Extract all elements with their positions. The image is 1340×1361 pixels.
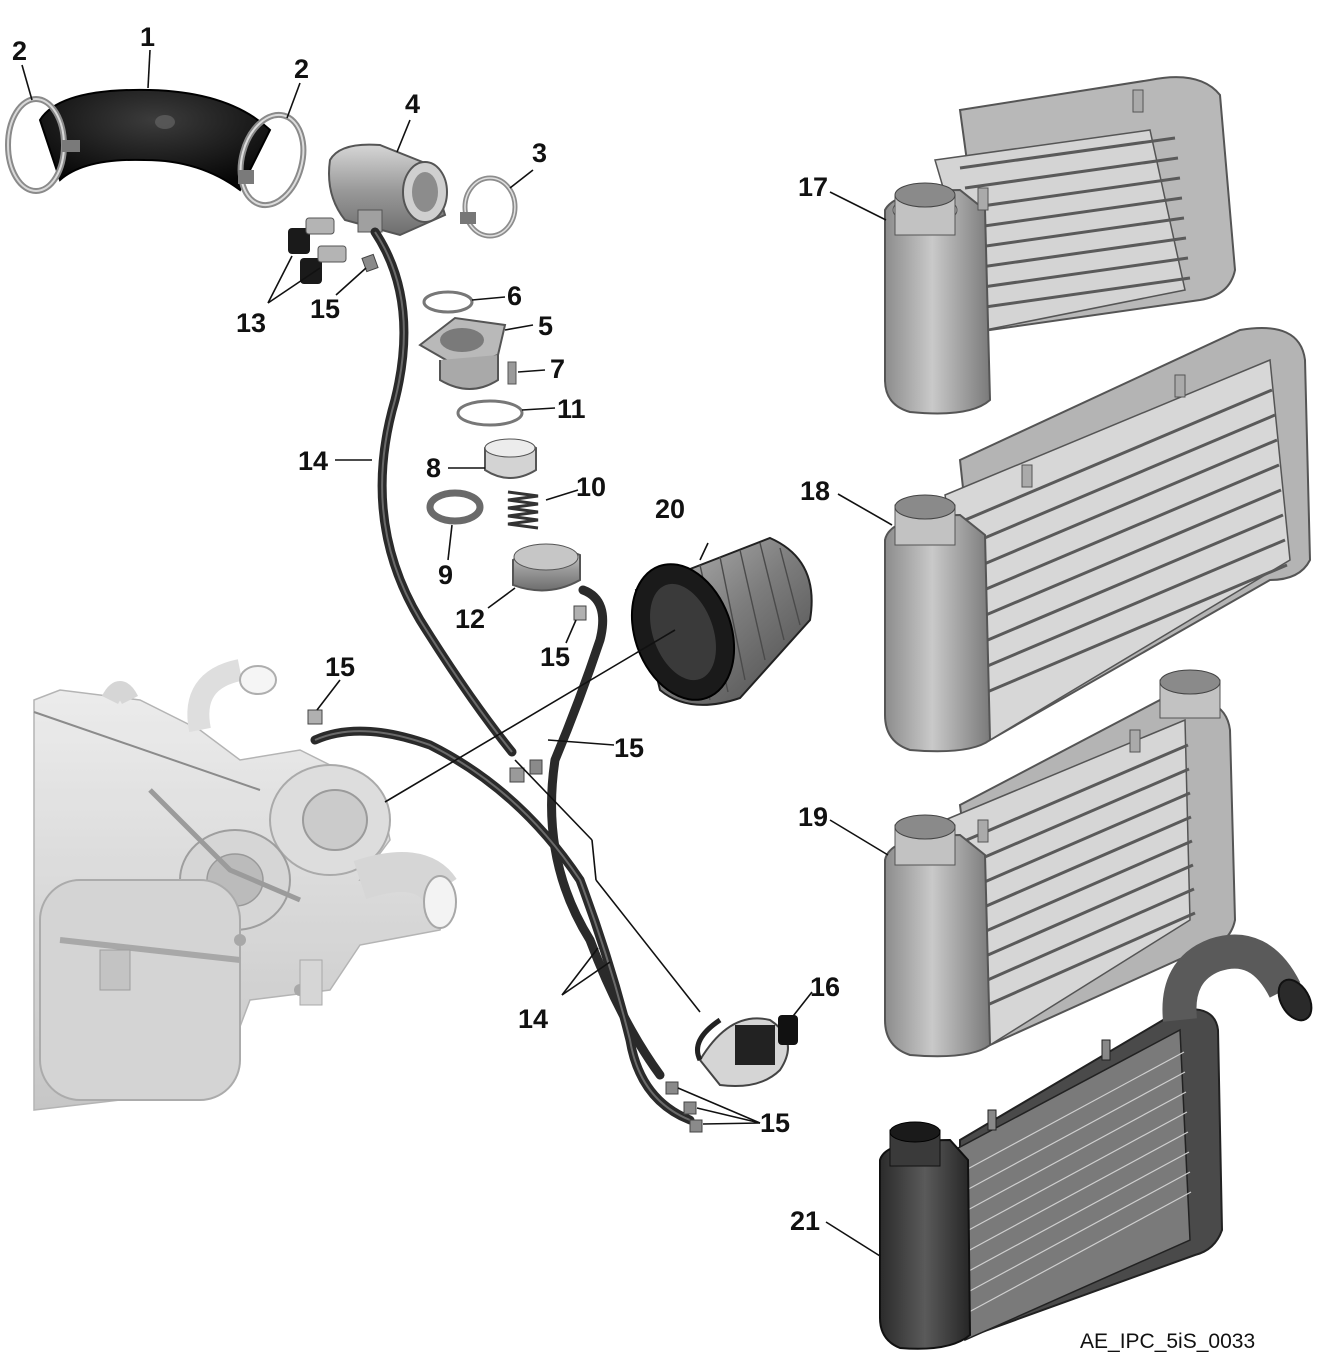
callout-1: 1 [140, 22, 155, 52]
callout-9: 9 [438, 560, 453, 590]
part-2-clamp-right [237, 111, 307, 209]
part-18-intercooler [884, 327, 1312, 753]
callout-10: 10 [576, 472, 606, 502]
part-12-cap [512, 543, 581, 592]
callout-15-valves: 15 [310, 294, 340, 324]
leader-lines [21, 49, 893, 1257]
part-8-piston [484, 438, 537, 479]
diagram-reference-code: AE_IPC_5iS_0033 [1080, 1330, 1255, 1353]
callout-18: 18 [800, 476, 830, 506]
callout-20: 20 [655, 494, 685, 524]
callout-labels: 1 2 2 3 4 5 6 7 8 9 10 11 12 13 14 14 15… [12, 22, 840, 1236]
part-10-spring [507, 490, 539, 530]
part-20-air-filter [630, 536, 813, 706]
callout-6: 6 [507, 281, 522, 311]
part-19-intercooler [884, 669, 1237, 1058]
callout-17: 17 [798, 172, 828, 202]
part-5-actuator-base [418, 316, 507, 390]
part-11-o-ring [456, 399, 524, 427]
part-14-hoses [310, 227, 695, 1125]
callout-14-upper: 14 [298, 446, 328, 476]
callout-14-lower: 14 [518, 1004, 548, 1034]
part-16-solenoid-valve [695, 1015, 798, 1087]
part-15-small-clamps [307, 253, 703, 1133]
callout-15-turbo: 15 [325, 652, 355, 682]
part-21-intercooler [879, 934, 1313, 1350]
part-17-intercooler [884, 76, 1237, 415]
part-13-valves [288, 217, 347, 284]
callout-21: 21 [790, 1206, 820, 1236]
callout-12: 12 [455, 604, 485, 634]
callout-13: 13 [236, 308, 266, 338]
callout-15-cap: 15 [540, 642, 570, 672]
callout-8: 8 [426, 453, 441, 483]
part-6-o-ring [422, 290, 474, 314]
callout-5: 5 [538, 311, 553, 341]
callout-15-middle: 15 [614, 733, 644, 763]
part-1-rubber-hose [38, 88, 272, 192]
turbocharger-engine-ghost [33, 659, 457, 1111]
callout-11: 11 [557, 394, 586, 424]
callout-19: 19 [798, 802, 828, 832]
callout-2-left: 2 [12, 36, 27, 66]
part-4-outlet-housing [328, 143, 448, 237]
callout-3: 3 [532, 138, 547, 168]
callout-4: 4 [405, 89, 420, 119]
callout-2-right: 2 [294, 54, 309, 84]
part-9-seal [426, 489, 484, 525]
callout-7: 7 [550, 354, 565, 384]
part-2-clamp-left [5, 96, 80, 194]
callout-16: 16 [810, 972, 840, 1002]
callout-15-bottom: 15 [760, 1108, 790, 1138]
part-3-clamp [460, 175, 518, 239]
part-7-screw [507, 361, 517, 385]
